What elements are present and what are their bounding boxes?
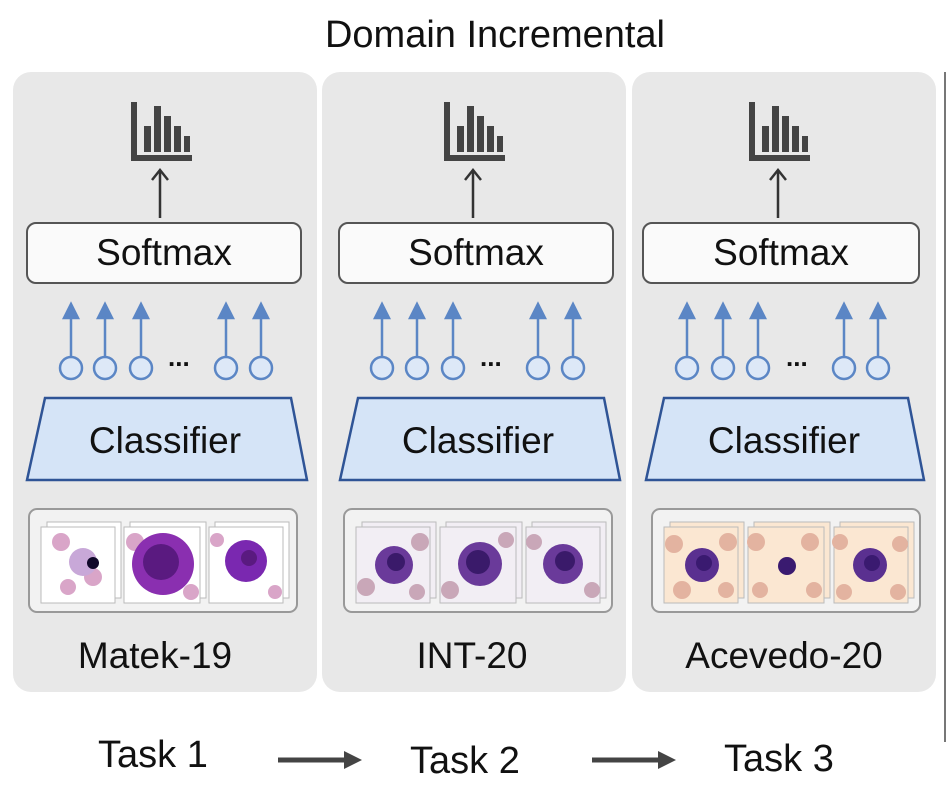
feature-node [674, 301, 700, 381]
node-ellipsis: ... [786, 342, 808, 372]
panel-1-graphics [25, 102, 309, 613]
task-panel-2: Softmax ... Classifier INT-20 [322, 72, 626, 692]
task-arrow-1 [278, 751, 362, 769]
cell-image-stack [439, 521, 523, 604]
classifier-label: Classifier [88, 420, 242, 461]
cell-image-stack [747, 521, 831, 604]
feature-node [831, 301, 857, 381]
feature-node [745, 301, 771, 381]
cell-image-stack [355, 521, 437, 604]
panel-3-graphics [644, 102, 926, 613]
output-arrow [769, 167, 787, 218]
output-arrow [464, 167, 482, 218]
classifier-shape [338, 396, 622, 482]
histogram-icon [131, 102, 192, 161]
softmax-box: Softmax [642, 222, 920, 284]
feature-nodes [674, 301, 891, 381]
cell-image-stack [832, 521, 915, 604]
feature-nodes [369, 301, 586, 381]
softmax-box: Softmax [26, 222, 302, 284]
cell-image-stack [123, 521, 207, 604]
task-label-2: Task 2 [410, 740, 520, 782]
task-label-3: Task 3 [724, 738, 834, 780]
dataset-label: Matek-19 [77, 635, 233, 676]
feature-node [92, 301, 118, 381]
softmax-box: Softmax [338, 222, 614, 284]
task-label-1: Task 1 [98, 734, 208, 776]
classifier-label: Classifier [707, 420, 861, 461]
cell-image-stack [663, 521, 745, 604]
divider-line [944, 72, 946, 742]
dataset-label: Acevedo-20 [685, 635, 883, 676]
classifier-shape [25, 396, 309, 482]
classifier-label: Classifier [401, 420, 555, 461]
feature-nodes [58, 301, 274, 381]
diagram-title: Domain Incremental [324, 14, 666, 56]
cell-image-stack [525, 521, 607, 604]
feature-node [710, 301, 736, 381]
panel-2-graphics [338, 102, 622, 613]
classifier-shape [644, 396, 926, 482]
histogram-icon [444, 102, 505, 161]
node-ellipsis: ... [480, 342, 502, 372]
feature-node [865, 301, 891, 381]
task-arrow-2 [592, 751, 676, 769]
feature-node [369, 301, 395, 381]
feature-node [525, 301, 551, 381]
output-arrow [151, 167, 169, 218]
feature-node [440, 301, 466, 381]
histogram-icon [749, 102, 810, 161]
feature-node [248, 301, 274, 381]
feature-node [128, 301, 154, 381]
task-panel-3: Softmax ... Classifier Acevedo-20 [632, 72, 936, 692]
feature-node [560, 301, 586, 381]
feature-node [404, 301, 430, 381]
dataset-label: INT-20 [416, 635, 528, 676]
cell-image-stack [208, 521, 290, 604]
feature-node [58, 301, 84, 381]
feature-node [213, 301, 239, 381]
node-ellipsis: ... [168, 342, 190, 372]
task-panel-1: Softmax ... Classifier Matek-19 [13, 72, 317, 692]
cell-image-stack [40, 521, 122, 604]
